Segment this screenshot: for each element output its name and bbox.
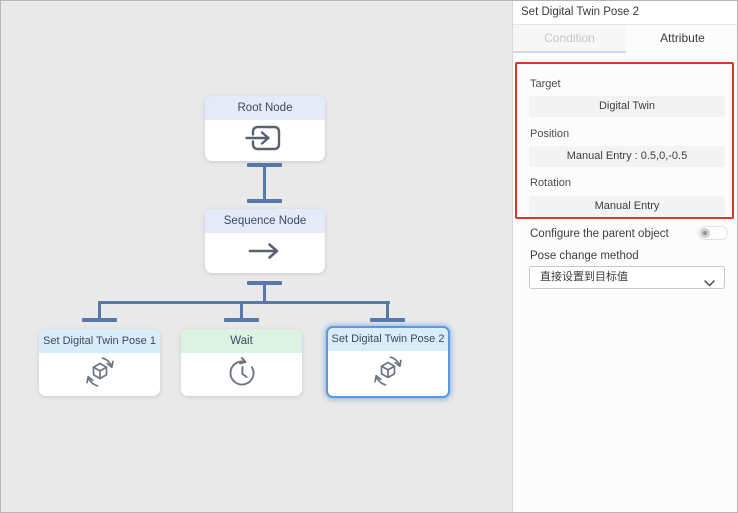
pose-change-method-label: Pose change method (530, 250, 639, 262)
position-value-button[interactable]: Manual Entry : 0.5,0,-0.5 (529, 146, 725, 167)
tab-attribute[interactable]: Attribute (626, 25, 737, 53)
panel-title: Set Digital Twin Pose 2 (513, 1, 737, 25)
node-sequence[interactable]: Sequence Node (205, 209, 325, 273)
node-wait[interactable]: Wait (181, 329, 302, 396)
position-label: Position (530, 128, 570, 140)
node-set-digital-twin-pose-1[interactable]: Set Digital Twin Pose 1 (39, 329, 160, 396)
pose-change-method-dropdown[interactable]: 直接设置到目标值 (529, 266, 725, 289)
toggle-knob (700, 228, 710, 238)
cube-rotate-icon (82, 354, 118, 395)
node-wait-label: Wait (181, 329, 302, 353)
configure-parent-object-label: Configure the parent object (530, 228, 669, 240)
rotation-label: Rotation (530, 177, 571, 189)
node-root-label: Root Node (205, 96, 325, 120)
node-sequence-label: Sequence Node (205, 209, 325, 233)
node-pose1-label: Set Digital Twin Pose 1 (39, 329, 160, 353)
panel-tabs: Condition Attribute (513, 25, 737, 53)
clock-rotate-icon (224, 354, 260, 395)
configure-parent-object-toggle[interactable] (698, 226, 728, 240)
chevron-down-icon (704, 274, 715, 292)
node-root[interactable]: Root Node (205, 96, 325, 161)
rotation-value-button[interactable]: Manual Entry (529, 196, 725, 217)
node-set-digital-twin-pose-2[interactable]: Set Digital Twin Pose 2 (326, 326, 450, 398)
cube-rotate-icon (370, 353, 406, 394)
target-label: Target (530, 78, 561, 90)
enter-icon (245, 122, 285, 159)
properties-panel: Set Digital Twin Pose 2 Condition Attrib… (512, 1, 737, 512)
arrow-right-icon (247, 241, 283, 266)
tab-condition[interactable]: Condition (513, 25, 626, 53)
pose-change-method-value: 直接设置到目标值 (540, 271, 628, 283)
target-value-button[interactable]: Digital Twin (529, 96, 725, 117)
node-pose2-label: Set Digital Twin Pose 2 (328, 328, 448, 351)
behavior-tree-canvas[interactable]: Root Node Sequence Node (1, 1, 512, 512)
